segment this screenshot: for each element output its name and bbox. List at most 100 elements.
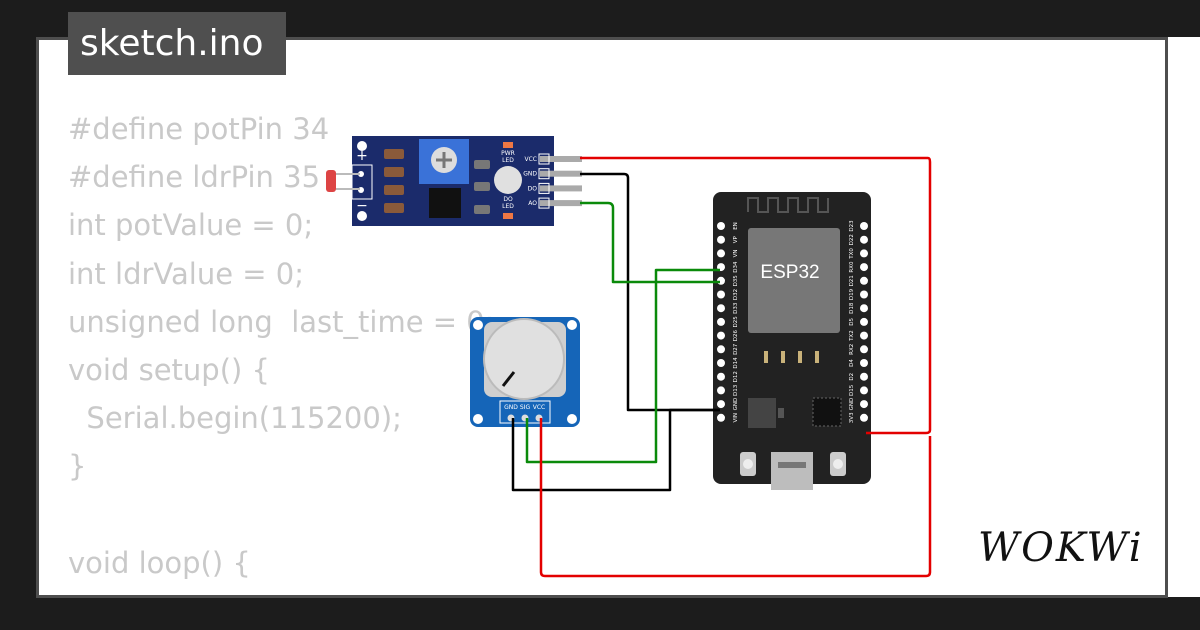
code-line: } xyxy=(68,449,87,484)
esp32-pin-hole[interactable] xyxy=(860,222,868,230)
wire-pot-gnd-black xyxy=(511,408,720,492)
ldr-pin-pad xyxy=(538,182,550,194)
ldr-pin[interactable] xyxy=(540,185,582,192)
esp32-pin-label: D25 xyxy=(733,316,739,328)
esp32-pin-label: D5 xyxy=(849,318,855,326)
pot-pin-label: VCC xyxy=(533,404,545,411)
code-line: int ldrValue = 0; xyxy=(68,256,305,291)
ldr-pin-pad xyxy=(538,153,550,165)
esp32-pin-label: D2 xyxy=(849,373,855,381)
esp32-pin-label: D19 xyxy=(849,288,855,300)
esp32-pin-hole[interactable] xyxy=(717,304,725,313)
ldr-pin[interactable] xyxy=(540,170,582,177)
ldr-pin-pad xyxy=(538,168,550,180)
wires xyxy=(511,156,932,578)
wire-ao-green xyxy=(580,201,720,284)
esp32-pin-label: D13 xyxy=(733,384,739,396)
esp32-pin-hole[interactable] xyxy=(860,413,868,422)
esp32-pin-label: D23 xyxy=(849,220,855,232)
ldr-plus-label: + xyxy=(356,148,368,164)
esp32-pin-label: 3V3 xyxy=(849,412,855,423)
esp32-pin-hole[interactable] xyxy=(860,400,868,409)
esp32-right-pins: D23D22TX0RX0D21D19D18D5TX2RX2D4D2D15GND3… xyxy=(849,220,868,423)
code-line: Serial.begin(115200); xyxy=(68,401,402,436)
esp32-pin-hole[interactable] xyxy=(717,249,725,258)
esp32-pin-hole[interactable] xyxy=(860,249,868,258)
esp32-pin-hole[interactable] xyxy=(717,359,725,367)
code-line: if(millis() - last_time > 10){ xyxy=(68,587,495,595)
esp32-pin-label: GND xyxy=(733,398,739,411)
esp32-pin-label: TX0 xyxy=(849,248,855,260)
esp32-pin-hole[interactable] xyxy=(717,317,725,326)
preview-frame xyxy=(36,37,1168,598)
esp32-pin-label: D4 xyxy=(849,359,855,367)
ldr-pin-label: VCC xyxy=(525,156,537,163)
svg-text:LED: LED xyxy=(502,157,514,164)
ldr-pin[interactable] xyxy=(540,156,582,162)
esp32-pin-label: D34 xyxy=(733,261,739,273)
esp32-pin-label: VN xyxy=(733,249,739,257)
esp32-pin-hole[interactable] xyxy=(717,386,725,395)
ldr-pin[interactable] xyxy=(540,200,582,207)
esp32-pin-hole[interactable] xyxy=(717,413,725,422)
esp32-pin-label: D32 xyxy=(733,289,739,300)
esp32-pin-hole[interactable] xyxy=(860,290,868,299)
esp32-pin-label: GND xyxy=(849,398,855,411)
esp32-pin-hole[interactable] xyxy=(717,290,725,299)
esp32-pin-hole[interactable] xyxy=(860,345,868,354)
esp32-left-pins: ENVPVND34D35D32D33D25D26D27D14D12D13GNDV… xyxy=(717,222,739,423)
wokwi-logo: WOKWi xyxy=(978,525,1144,571)
esp32-pin-label: D21 xyxy=(849,275,855,286)
file-tab[interactable]: sketch.ino xyxy=(68,12,286,75)
esp32-pin-hole[interactable] xyxy=(860,372,868,381)
wire-gnd-black xyxy=(580,172,720,412)
esp32-label: ESP32 xyxy=(760,262,819,283)
esp32-pin-label: D15 xyxy=(849,384,855,396)
esp32-pin-label: VIN xyxy=(733,413,739,423)
code-line: void setup() { xyxy=(68,352,270,387)
esp32-pin-hole[interactable] xyxy=(860,386,868,395)
preview-frame-edge xyxy=(1168,37,1200,597)
ldr-pin-label: GND xyxy=(523,171,537,178)
esp32-pin-hole[interactable] xyxy=(717,235,725,244)
svg-text:LED: LED xyxy=(502,203,514,210)
esp32-pin-label: D26 xyxy=(733,329,739,341)
ldr-pin-pad xyxy=(538,197,550,209)
esp32-pin-hole[interactable] xyxy=(717,222,725,230)
code-line: void loop() { xyxy=(68,545,251,580)
esp32-pin-hole[interactable] xyxy=(860,235,868,244)
ldr-minus-label: − xyxy=(356,198,368,214)
esp32-pin-hole[interactable] xyxy=(860,331,868,340)
esp32-pin-hole[interactable] xyxy=(717,345,725,354)
esp32-pin-label: D35 xyxy=(733,275,739,287)
pot-pin-label: SIG xyxy=(520,404,531,411)
code-line: int potValue = 0; xyxy=(68,208,314,243)
esp32-pin-label: RX0 xyxy=(849,261,855,273)
esp32-pin-hole[interactable] xyxy=(860,263,868,272)
ldr-pin-label: AO xyxy=(528,200,537,207)
esp32-pin-hole[interactable] xyxy=(860,276,868,285)
code-line: #define potPin 34 xyxy=(68,112,330,146)
esp32-board[interactable]: ESP32 ENVPVND34D35D32D33D25D26D27D14D12D… xyxy=(713,192,871,490)
esp32-pin-hole[interactable] xyxy=(717,400,725,409)
esp32-pin-label: EN xyxy=(733,222,739,230)
esp32-pin-hole[interactable] xyxy=(717,331,725,340)
wire-vcc-red xyxy=(580,156,932,435)
esp32-pin-label: D27 xyxy=(733,343,739,355)
esp32-pin-hole[interactable] xyxy=(860,359,868,367)
esp32-pin-label: D33 xyxy=(733,302,739,314)
pot-pin-label: GND xyxy=(504,404,518,411)
pwr-led-label: PWR xyxy=(501,150,515,157)
esp32-pin-label: D18 xyxy=(849,302,855,314)
esp32-pin-hole[interactable] xyxy=(860,304,868,313)
esp32-pin-label: VP xyxy=(733,235,739,243)
esp32-pin-hole[interactable] xyxy=(717,372,725,381)
esp32-pin-label: TX2 xyxy=(849,330,855,342)
wire-pot-vcc-red xyxy=(539,418,932,578)
esp32-pin-label: D12 xyxy=(733,371,739,382)
esp32-pin-hole[interactable] xyxy=(860,317,868,326)
